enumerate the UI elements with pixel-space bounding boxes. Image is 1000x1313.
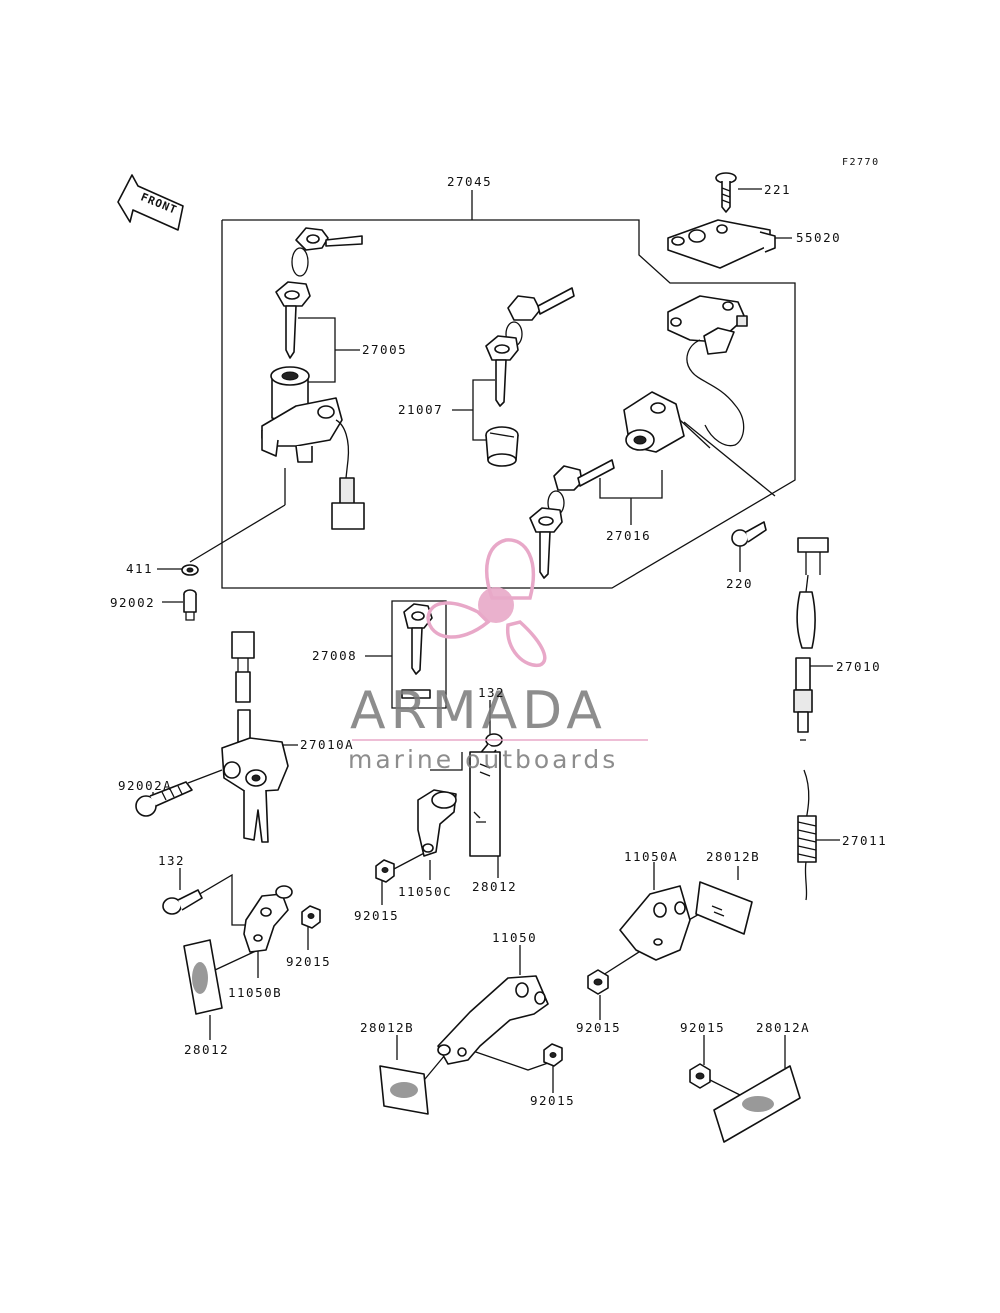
bolt-92002a-icon xyxy=(135,781,193,817)
key-27016b-icon xyxy=(529,507,563,579)
callout-28012a: 28012A xyxy=(756,1020,810,1035)
callout-92002a: 92002A xyxy=(118,778,172,793)
lock-cap-icon xyxy=(485,426,519,467)
callout-92002: 92002 xyxy=(110,595,155,610)
callout-221: 221 xyxy=(764,182,791,197)
rubber-pad-28012b-right-icon xyxy=(695,881,753,935)
callout-11050: 11050 xyxy=(492,930,537,945)
screw-92002-icon xyxy=(183,589,197,621)
callout-labels: 27045 221 55020 27005 21007 27016 220 41… xyxy=(110,174,887,1108)
figure-code: F2770 xyxy=(842,157,880,168)
switch-27010a-icon xyxy=(221,631,289,843)
spring-27011-icon xyxy=(797,769,817,901)
callout-55020: 55020 xyxy=(796,230,841,245)
nut-92015b-icon xyxy=(301,905,321,929)
callout-28012-middle: 28012 xyxy=(472,879,517,894)
callout-411: 411 xyxy=(126,561,153,576)
callout-21007: 21007 xyxy=(398,402,443,417)
callout-28012b-bottom: 28012B xyxy=(360,1020,414,1035)
key-21007b-icon xyxy=(485,335,519,407)
nut-92015e-icon xyxy=(689,1063,711,1089)
washer-411-icon xyxy=(181,564,199,576)
callout-28012b-right: 28012B xyxy=(706,849,760,864)
callout-27011: 27011 xyxy=(842,833,887,848)
callout-27005: 27005 xyxy=(362,342,407,357)
brand-name: ARMADA xyxy=(350,681,607,741)
callout-27008: 27008 xyxy=(312,648,357,663)
rubber-pad-28012a-icon xyxy=(473,811,486,823)
bracket-11050-icon xyxy=(437,975,549,1065)
nut-92015d-icon xyxy=(543,1043,563,1067)
callout-92015-c: 92015 xyxy=(576,1020,621,1035)
rubber-pad-28012a-icon xyxy=(713,1065,801,1143)
rubber-pad-28012b-icon xyxy=(183,939,223,1015)
key-27016a-icon xyxy=(547,459,615,516)
propeller-logo-icon xyxy=(426,538,547,667)
screw-220-icon xyxy=(731,521,767,547)
key-27008-icon xyxy=(401,603,433,699)
callout-27010: 27010 xyxy=(836,659,881,674)
switch-27010-icon xyxy=(793,537,829,741)
kit-outline xyxy=(221,190,796,589)
callout-27010a: 27010A xyxy=(300,737,354,752)
armada-logo: ARMADA marine outboards xyxy=(348,538,648,774)
bracket-11050c-icon xyxy=(417,751,501,857)
seat-lock-bracket-icon xyxy=(667,295,748,447)
callout-11050c: 11050C xyxy=(398,884,452,899)
ignition-switch-icon xyxy=(261,366,365,530)
callout-132-upper: 132 xyxy=(478,685,505,700)
callout-11050a: 11050A xyxy=(624,849,678,864)
brand-tagline: marine outboards xyxy=(348,745,618,774)
cover-plate-55020-icon xyxy=(667,219,776,269)
bolt-132b-icon xyxy=(162,889,203,915)
bracket-11050a-icon xyxy=(619,885,691,961)
rubber-pad-28012b-bottom-icon xyxy=(379,1065,429,1115)
nut-92015a-icon xyxy=(375,859,395,883)
seat-lock-icon xyxy=(623,391,711,453)
bracket-11050b-icon xyxy=(243,885,293,953)
callout-92015-d: 92015 xyxy=(530,1093,575,1108)
key-27005a-icon xyxy=(291,227,363,277)
callout-27016: 27016 xyxy=(606,528,651,543)
callout-132-lower: 132 xyxy=(158,853,185,868)
key-27005b-icon xyxy=(275,281,311,359)
nut-92015c-icon xyxy=(587,969,609,995)
callout-11050b: 11050B xyxy=(228,985,282,1000)
front-arrow-icon: FRONT xyxy=(117,174,184,231)
callout-220: 220 xyxy=(726,576,753,591)
screw-221-icon xyxy=(715,172,737,213)
callout-27045: 27045 xyxy=(447,174,492,189)
callout-92015-b: 92015 xyxy=(286,954,331,969)
callout-92015-e: 92015 xyxy=(680,1020,725,1035)
callout-28012-left: 28012 xyxy=(184,1042,229,1057)
callout-92015-a: 92015 xyxy=(354,908,399,923)
